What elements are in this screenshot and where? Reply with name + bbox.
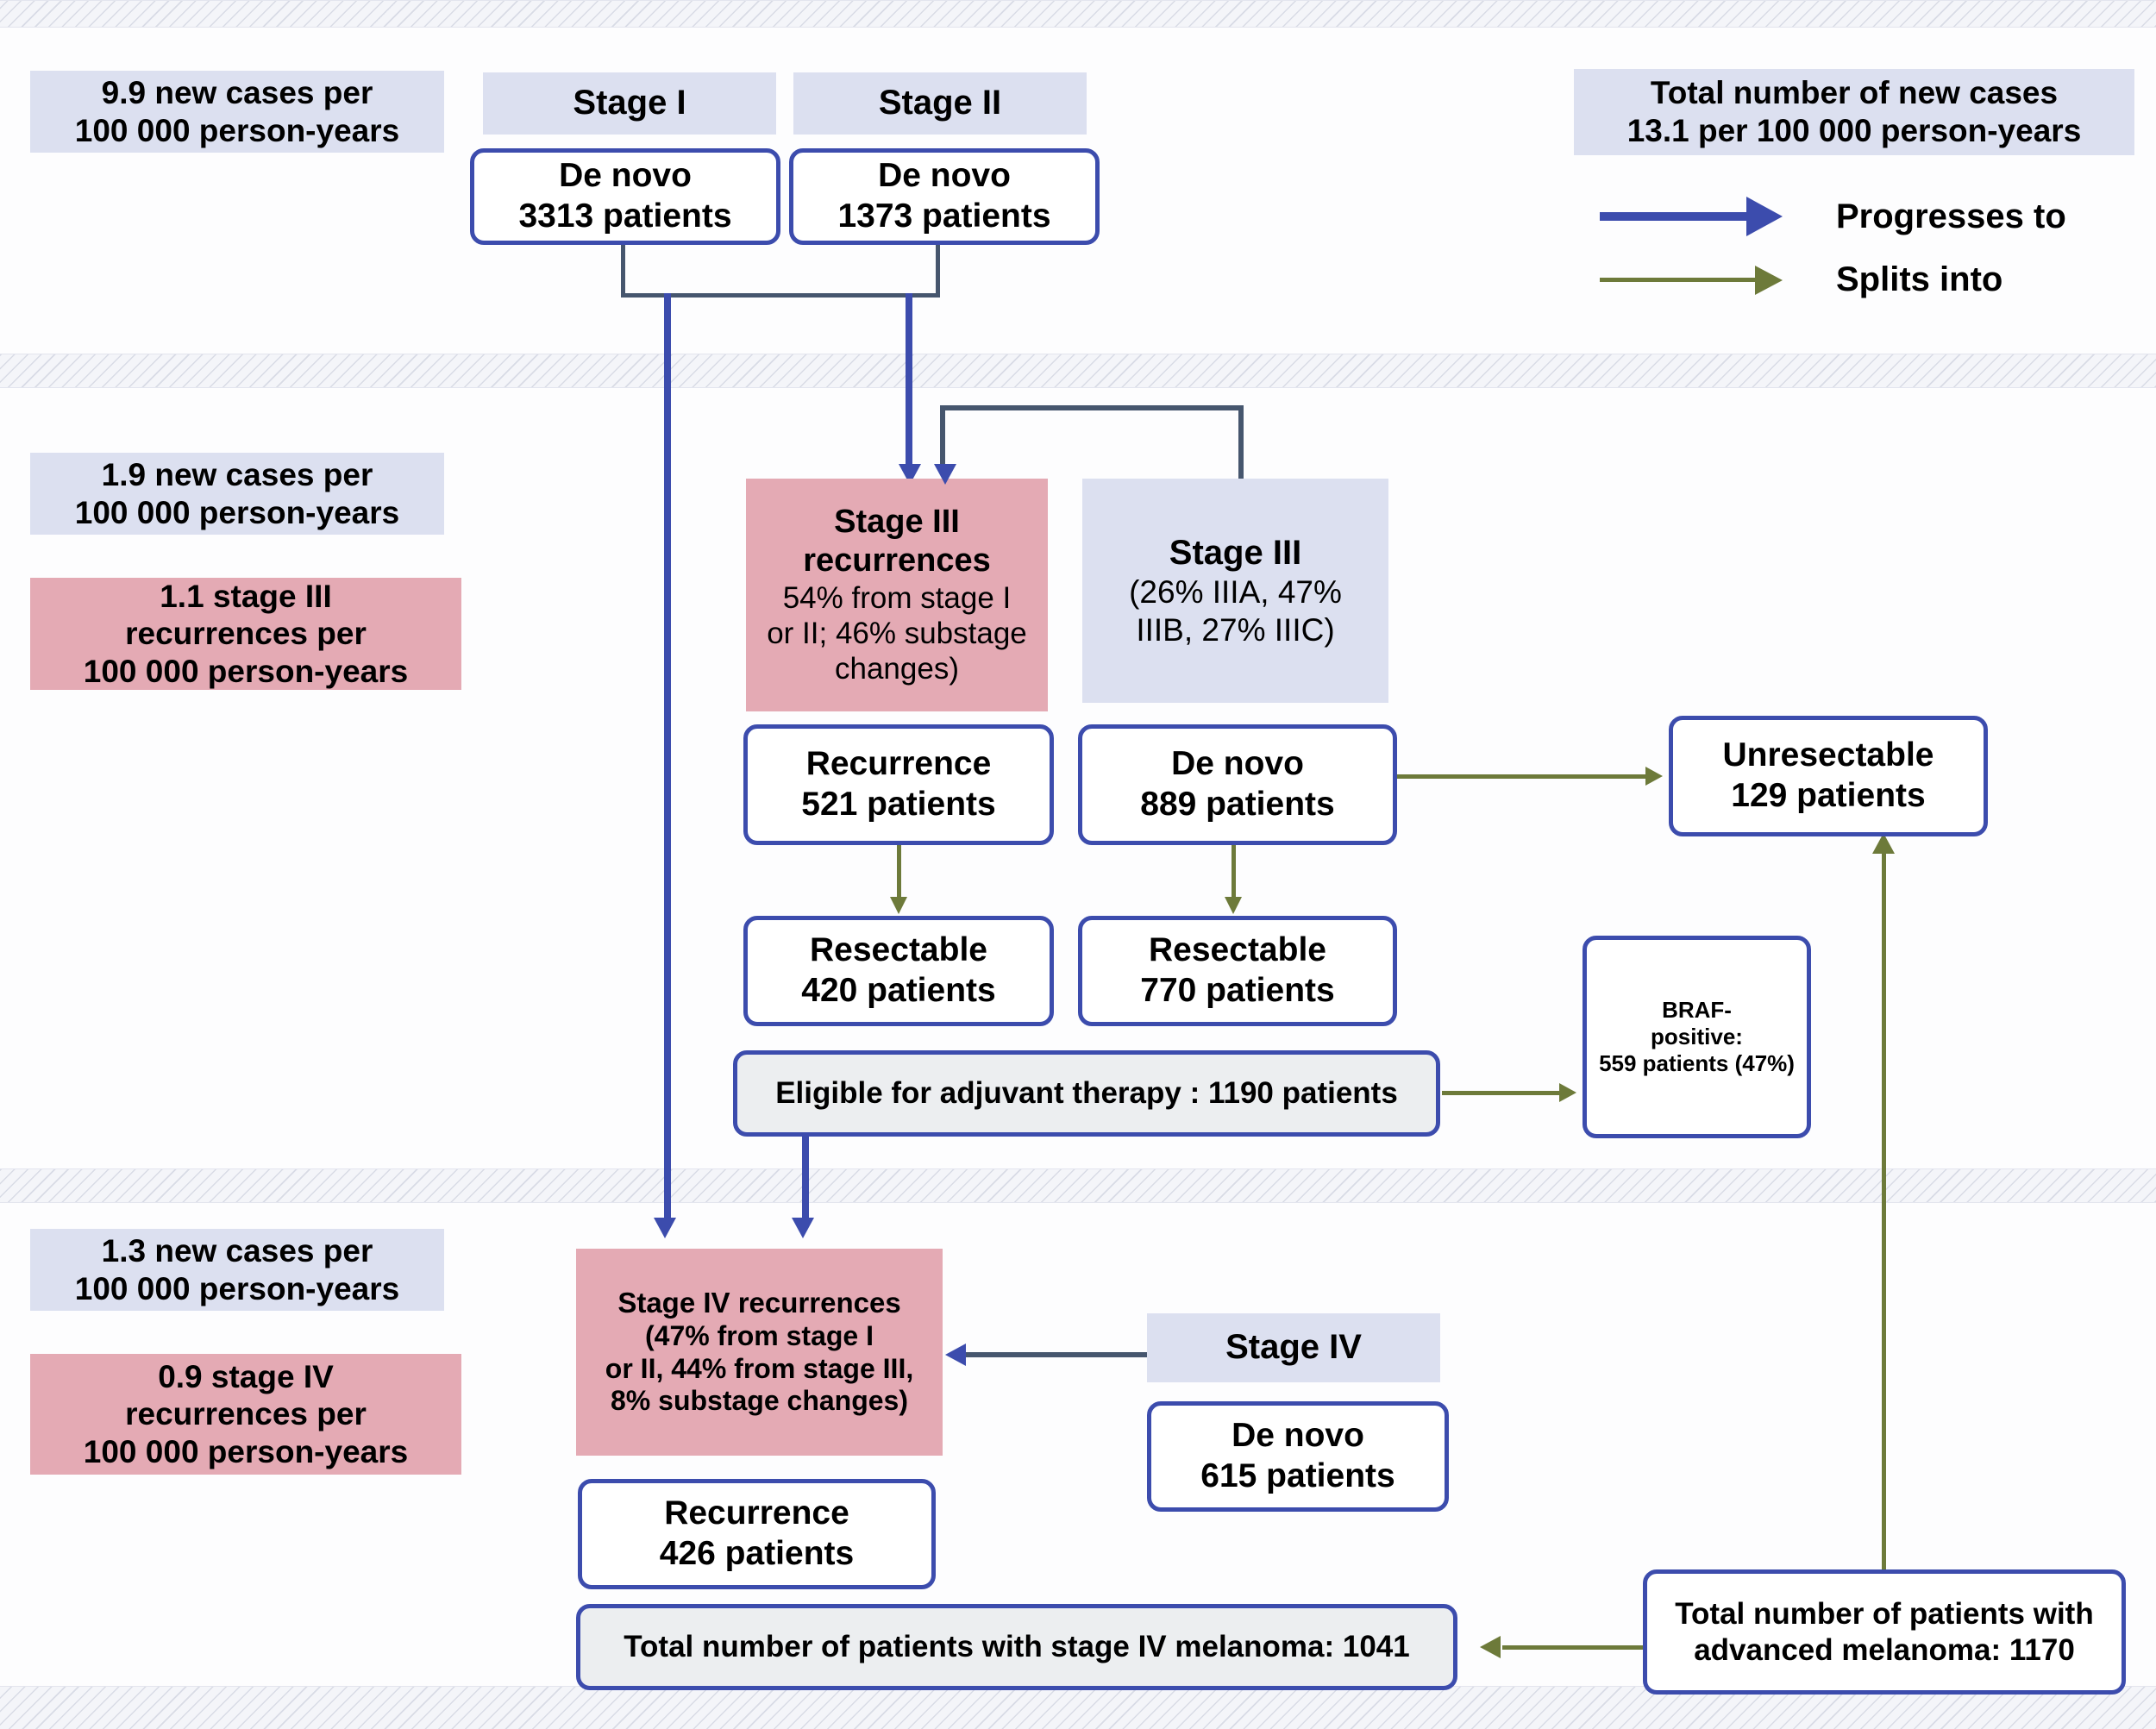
connector-stage3-elbow-down <box>940 405 945 471</box>
splits-arrow-head-icon <box>1755 265 1783 295</box>
stage-4-header: Stage IV <box>1147 1313 1440 1382</box>
resectable-right-box[interactable]: Resectable 770 patients <box>1078 916 1397 1026</box>
legend-splits-into: Splits into <box>1600 260 2002 299</box>
arrow-stage4-to-recurrences <box>945 1344 966 1366</box>
connector-stage3-elbow-horizontal <box>940 405 1244 410</box>
connector-advanced-to-unresectable <box>1882 854 1886 1571</box>
connector-stage2-down <box>936 245 940 297</box>
incidence-box-row1: 9.9 new cases per 100 000 person-years <box>30 71 444 153</box>
incidence-box-row2: 1.9 new cases per 100 000 person-years <box>30 453 444 535</box>
resectable-left-box[interactable]: Resectable 420 patients <box>743 916 1054 1026</box>
legend-label-splits: Splits into <box>1836 260 2003 298</box>
connector-stage4-to-recurrences <box>966 1352 1147 1357</box>
arrow-denovo-to-unresectable <box>1645 767 1663 786</box>
stage4-recurrence-rate-box: 0.9 stage IV recurrences per 100 000 per… <box>30 1354 461 1475</box>
arrow-stage12-to-stage4 <box>654 1218 676 1238</box>
connector-stage3-elbow-right-down <box>1238 405 1244 483</box>
arrow-recurrence-to-resectable <box>890 897 907 914</box>
stage3-recurrence-box[interactable]: Recurrence 521 patients <box>743 724 1054 845</box>
stage3-header-title: Stage III <box>1169 533 1302 572</box>
connector-recurrence-to-resectable <box>897 845 901 902</box>
connector-adjuvant-to-braf <box>1442 1091 1563 1095</box>
arrow-denovo-to-resectable <box>1225 897 1242 914</box>
stage-3-header-box: Stage III (26% IIIA, 47% IIIB, 27% IIIC) <box>1082 479 1388 703</box>
stage3-recurrence-rate-box: 1.1 stage III recurrences per 100 000 pe… <box>30 578 461 690</box>
stage4-recurrences-box: Stage IV recurrences (47% from stage I o… <box>576 1249 943 1456</box>
stage-2-de-novo-box[interactable]: De novo 1373 patients <box>789 148 1100 245</box>
connector-denovo-to-unresectable <box>1397 774 1649 779</box>
stage3-recurrences-box: Stage III recurrences 54% from stage I o… <box>746 479 1048 711</box>
stage4-recurrence-box[interactable]: Recurrence 426 patients <box>578 1479 936 1589</box>
incidence-box-row3: 1.3 new cases per 100 000 person-years <box>30 1229 444 1311</box>
stage-4-de-novo-box[interactable]: De novo 615 patients <box>1147 1401 1449 1512</box>
arrow-adjuvant-to-braf <box>1559 1083 1576 1102</box>
stage3-recurrences-title: Stage III recurrences <box>803 504 991 579</box>
stage4-recurrences-detail: (47% from stage I or II, 44% from stage … <box>605 1319 914 1417</box>
connector-stage12-to-stage4 <box>664 293 671 1221</box>
arrow-to-stage3-recurrences-second <box>934 464 956 485</box>
splits-arrow-shaft-icon <box>1600 278 1755 282</box>
total-advanced-melanoma-box[interactable]: Total number of patients with advanced m… <box>1643 1569 2126 1695</box>
stage3-header-detail: (26% IIIA, 47% IIIB, 27% IIIC) <box>1129 573 1342 648</box>
connector-advanced-to-total-stage4 <box>1502 1645 1647 1650</box>
stage3-recurrences-detail: 54% from stage I or II; 46% substage cha… <box>767 580 1027 686</box>
connector-adjuvant-to-stage4 <box>802 1135 809 1225</box>
total-stage4-bar[interactable]: Total number of patients with stage IV m… <box>576 1604 1457 1690</box>
unresectable-box[interactable]: Unresectable 129 patients <box>1669 716 1988 836</box>
connector-stage12-join <box>621 293 940 298</box>
arrow-adjuvant-to-stage4 <box>792 1218 814 1238</box>
stage-2-header: Stage II <box>793 72 1087 135</box>
progresses-arrow-shaft-icon <box>1600 212 1746 221</box>
connector-denovo-to-resectable <box>1232 845 1236 902</box>
total-new-cases-box: Total number of new cases 13.1 per 100 0… <box>1574 69 2134 155</box>
stage4-recurrences-title: Stage IV recurrences <box>617 1286 901 1319</box>
braf-positive-box[interactable]: BRAF- positive: 559 patients (47%) <box>1583 936 1811 1138</box>
connector-stage1-down <box>621 245 625 297</box>
legend-label-progresses: Progresses to <box>1836 197 2066 235</box>
adjuvant-therapy-bar[interactable]: Eligible for adjuvant therapy : 1190 pat… <box>733 1050 1440 1137</box>
arrow-advanced-to-unresectable <box>1872 833 1895 854</box>
arrow-advanced-to-total-stage4 <box>1480 1636 1501 1658</box>
stage3-de-novo-box[interactable]: De novo 889 patients <box>1078 724 1397 845</box>
band-separator-top <box>0 0 2156 28</box>
progresses-arrow-head-icon <box>1746 197 1783 236</box>
band-separator-stage2-3 <box>0 1168 2156 1203</box>
connector-stage12-to-stage3-rec <box>906 293 912 469</box>
legend-progresses-to: Progresses to <box>1600 197 2066 236</box>
stage-1-header: Stage I <box>483 72 776 135</box>
stage-1-de-novo-box[interactable]: De novo 3313 patients <box>470 148 780 245</box>
band-separator-stage1-2 <box>0 354 2156 388</box>
